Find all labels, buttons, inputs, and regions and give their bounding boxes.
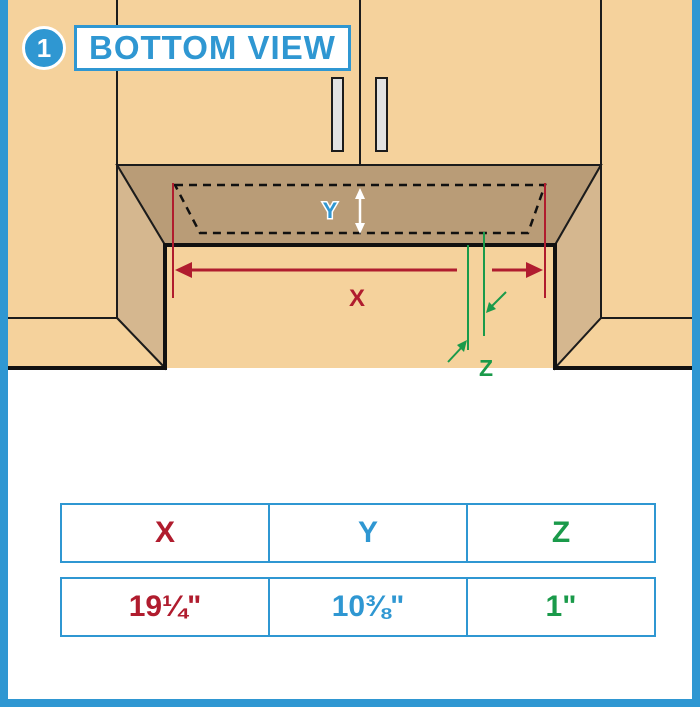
door-handle <box>375 77 388 152</box>
y-label: Y <box>323 198 338 223</box>
door-handle <box>331 77 344 152</box>
table-value-x: 19¼" <box>128 590 202 623</box>
x-arrow-head-right <box>526 262 543 278</box>
step-number-badge: 1 <box>22 26 66 70</box>
table-value-y: 10⅜" <box>268 579 466 635</box>
x-label: X <box>349 285 365 312</box>
step-header: 1 BOTTOM VIEW <box>22 24 351 72</box>
table-header-row: X Y Z <box>60 503 656 563</box>
table-header-x: X <box>154 516 175 549</box>
recess-left-ledge <box>0 317 168 369</box>
step-title: BOTTOM VIEW <box>74 25 351 71</box>
y-arrow-head-top <box>355 188 365 199</box>
table-value-z: 1" <box>466 579 654 635</box>
z-arrow-head-right <box>486 302 496 313</box>
recess-outline <box>0 243 700 370</box>
dimension-table: X Y Z 19¼" 10⅜" 1" <box>60 503 656 637</box>
y-arrow-head-bottom <box>355 223 365 234</box>
table-value-row: 19¼" 10⅜" 1" <box>60 577 656 637</box>
z-label: Z <box>479 355 493 381</box>
recess-right-ledge <box>552 317 700 369</box>
table-header-z: Z <box>466 505 654 561</box>
z-arrow-head-left <box>457 340 467 352</box>
z-leader-left <box>447 346 463 363</box>
z-leader-right <box>490 291 507 308</box>
x-arrow-head-left <box>175 262 192 278</box>
table-header-y: Y <box>268 505 466 561</box>
insert-outline <box>172 183 547 235</box>
